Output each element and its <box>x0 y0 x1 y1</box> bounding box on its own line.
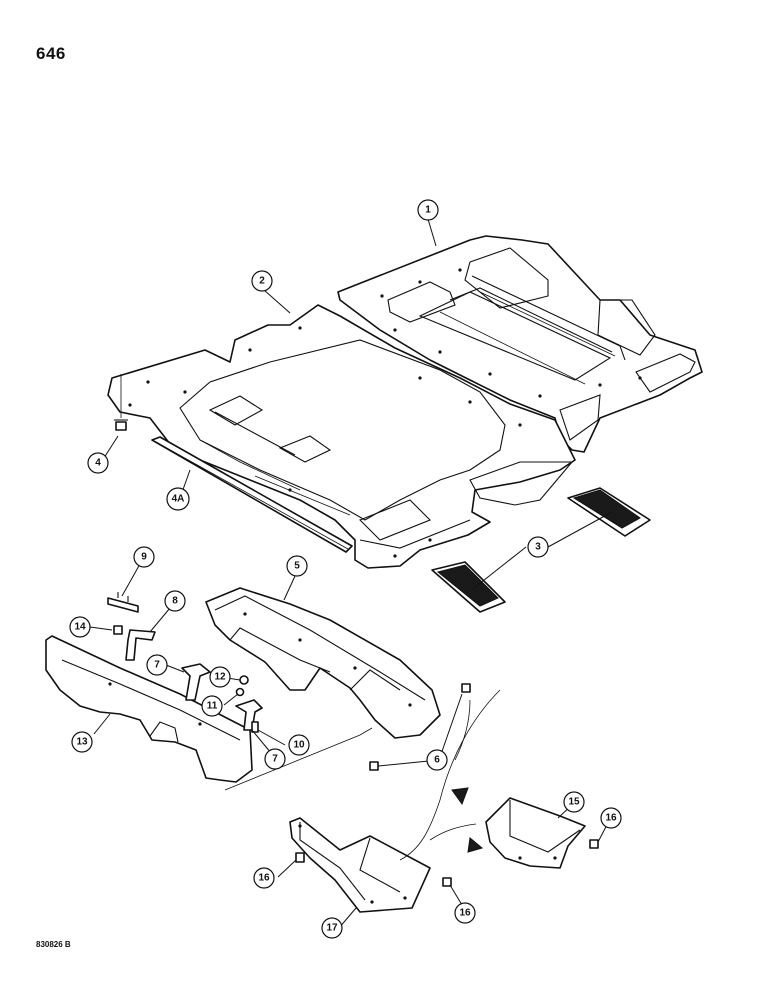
bracket-15 <box>485 797 586 869</box>
svg-text:11: 11 <box>207 701 218 712</box>
callout-17: 17 <box>321 917 343 939</box>
bolts-16 <box>295 839 599 887</box>
callout-12: 12 <box>209 666 231 688</box>
page-number: 646 <box>36 44 66 63</box>
callout-11: 11 <box>201 695 223 717</box>
callout-8: 8 <box>164 590 186 612</box>
brackets-and-hardware <box>107 592 471 771</box>
shield-13 <box>45 635 373 791</box>
bolt-4 <box>114 374 128 431</box>
callout-16-right: 16 <box>600 807 622 829</box>
pedal-pads <box>431 487 651 613</box>
svg-text:8: 8 <box>172 596 178 607</box>
callout-10: 10 <box>288 734 310 756</box>
callout-6: 6 <box>426 749 448 771</box>
svg-text:17: 17 <box>326 923 338 934</box>
svg-text:6: 6 <box>434 755 440 766</box>
svg-text:16: 16 <box>258 873 270 884</box>
svg-text:1: 1 <box>425 205 431 216</box>
svg-text:13: 13 <box>76 737 88 748</box>
svg-text:15: 15 <box>568 797 580 808</box>
svg-text:4: 4 <box>95 458 101 469</box>
svg-text:14: 14 <box>74 622 86 633</box>
svg-text:12: 12 <box>214 672 226 683</box>
svg-text:3: 3 <box>535 542 541 553</box>
callout-7-lower: 7 <box>264 748 286 770</box>
svg-text:10: 10 <box>293 740 305 751</box>
callout-16-left: 16 <box>253 867 275 889</box>
svg-text:4A: 4A <box>172 494 185 505</box>
bracket-17 <box>289 817 431 913</box>
callout-2: 2 <box>251 270 273 292</box>
svg-text:2: 2 <box>259 276 265 287</box>
assembly-arrows <box>399 689 501 861</box>
svg-text:16: 16 <box>459 908 471 919</box>
trim-strip-4a <box>151 436 353 553</box>
callout-16-bottom: 16 <box>454 902 476 924</box>
leader-lines <box>89 218 613 929</box>
callout-5: 5 <box>286 555 308 577</box>
figure-code: 830826 B <box>36 940 71 949</box>
svg-text:16: 16 <box>605 813 617 824</box>
floor-plate-rear <box>337 235 703 453</box>
callout-13: 13 <box>71 731 93 753</box>
tunnel-cover <box>205 587 441 739</box>
callout-7-upper: 7 <box>146 654 168 676</box>
callout-9: 9 <box>133 546 155 568</box>
callout-15: 15 <box>563 791 585 813</box>
callout-1: 1 <box>417 199 439 221</box>
callout-4: 4 <box>87 452 109 474</box>
svg-text:9: 9 <box>141 552 147 563</box>
svg-text:5: 5 <box>294 561 300 572</box>
svg-text:7: 7 <box>154 660 160 671</box>
callout-4a: 4A <box>166 487 190 511</box>
floor-plate-front <box>107 304 576 569</box>
svg-text:7: 7 <box>272 754 278 765</box>
callout-14: 14 <box>69 616 91 638</box>
callout-3: 3 <box>527 536 549 558</box>
